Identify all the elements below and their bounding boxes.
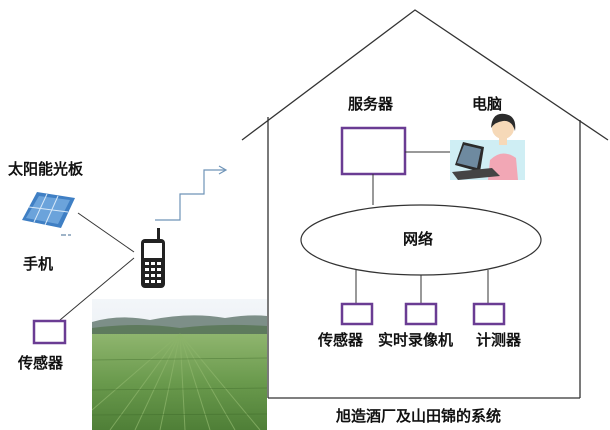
field-sensor-box: [32, 319, 67, 345]
system-title: 旭造酒厂及山田锦的系统: [336, 407, 502, 425]
sensor-box: [340, 302, 374, 326]
solar-panel-label: 太阳能光板: [8, 160, 84, 178]
solar-panel-icon: [22, 192, 75, 236]
server-box: [340, 126, 407, 176]
rice-field-photo: [92, 299, 267, 430]
house-outline: [241, 9, 609, 399]
solar-to-phone-line: [77, 212, 135, 253]
sensor-label: 传感器: [318, 331, 364, 349]
field-sensor-label: 传感器: [18, 354, 64, 372]
upload-arrow-icon: [155, 165, 228, 221]
network-label: 网络: [403, 230, 434, 248]
phone-label: 手机: [23, 255, 54, 273]
meter-label: 计测器: [476, 331, 522, 349]
recorder-box: [404, 302, 438, 326]
sensor-to-phone-line: [59, 257, 135, 321]
person-at-computer-icon: [450, 113, 525, 180]
meter-box: [472, 302, 506, 326]
computer-label: 电脑: [472, 95, 503, 113]
mobile-phone-icon: [141, 228, 165, 288]
server-label: 服务器: [348, 95, 394, 113]
recorder-label: 实时录像机: [378, 331, 454, 349]
